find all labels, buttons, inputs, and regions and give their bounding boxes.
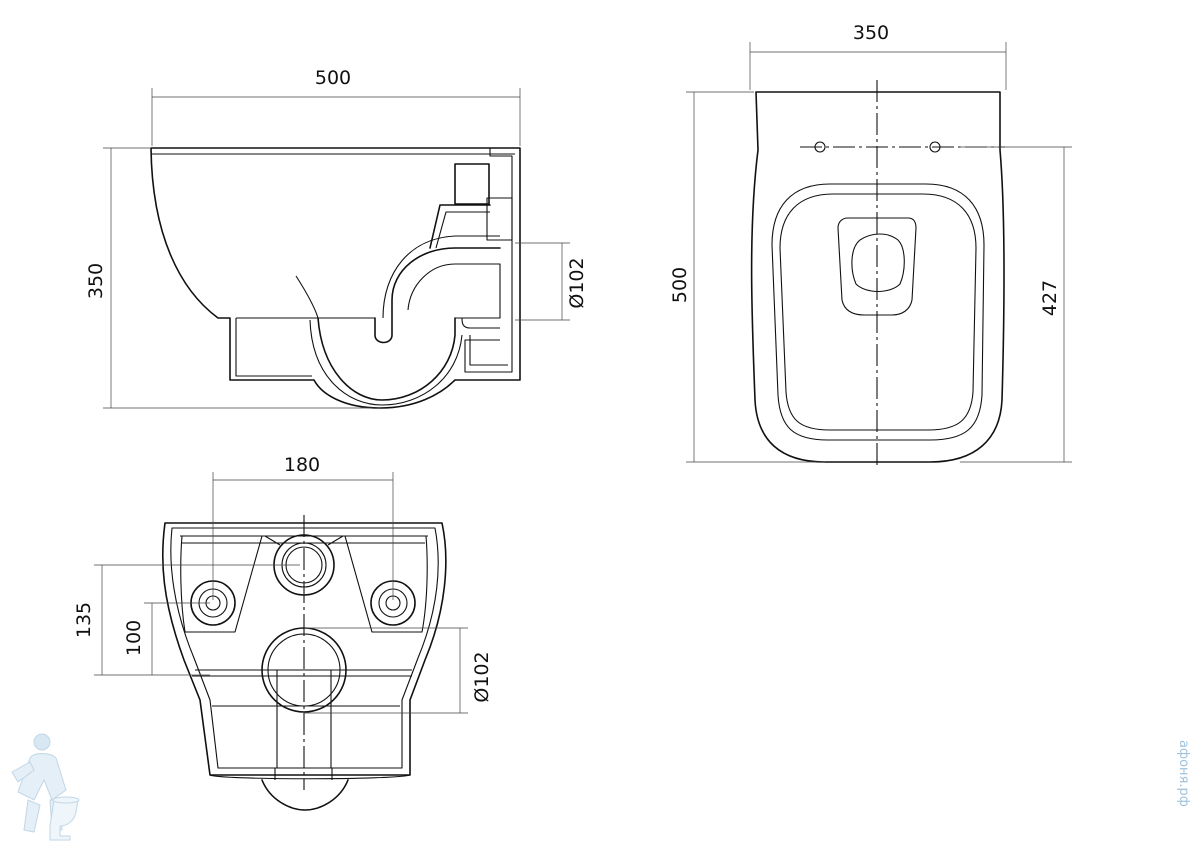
top-width-label: 350 [853, 22, 889, 44]
top-mount-distance-label: 427 [1039, 280, 1061, 316]
back-hole-spacing-label: 180 [284, 454, 320, 476]
side-pipe-diameter-label: Ø102 [566, 257, 588, 308]
back-view-outline [94, 472, 468, 811]
side-width-label: 500 [315, 67, 351, 89]
back-view: 180 135 100 Ø102 [73, 454, 493, 811]
back-outlet-diameter-label: Ø102 [471, 651, 493, 702]
watermark-text: афоня.рф [1176, 740, 1191, 807]
back-outer-height-label: 135 [73, 602, 95, 638]
plumber-mascot-icon [11, 733, 80, 841]
top-view: 350 500 427 [669, 22, 1072, 468]
top-view-outline [686, 42, 1072, 468]
side-height-label: 350 [85, 263, 107, 299]
side-view: 500 350 Ø102 [85, 67, 588, 409]
top-length-label: 500 [669, 267, 691, 303]
side-view-outline [103, 88, 570, 409]
back-inner-height-label: 100 [123, 620, 145, 656]
